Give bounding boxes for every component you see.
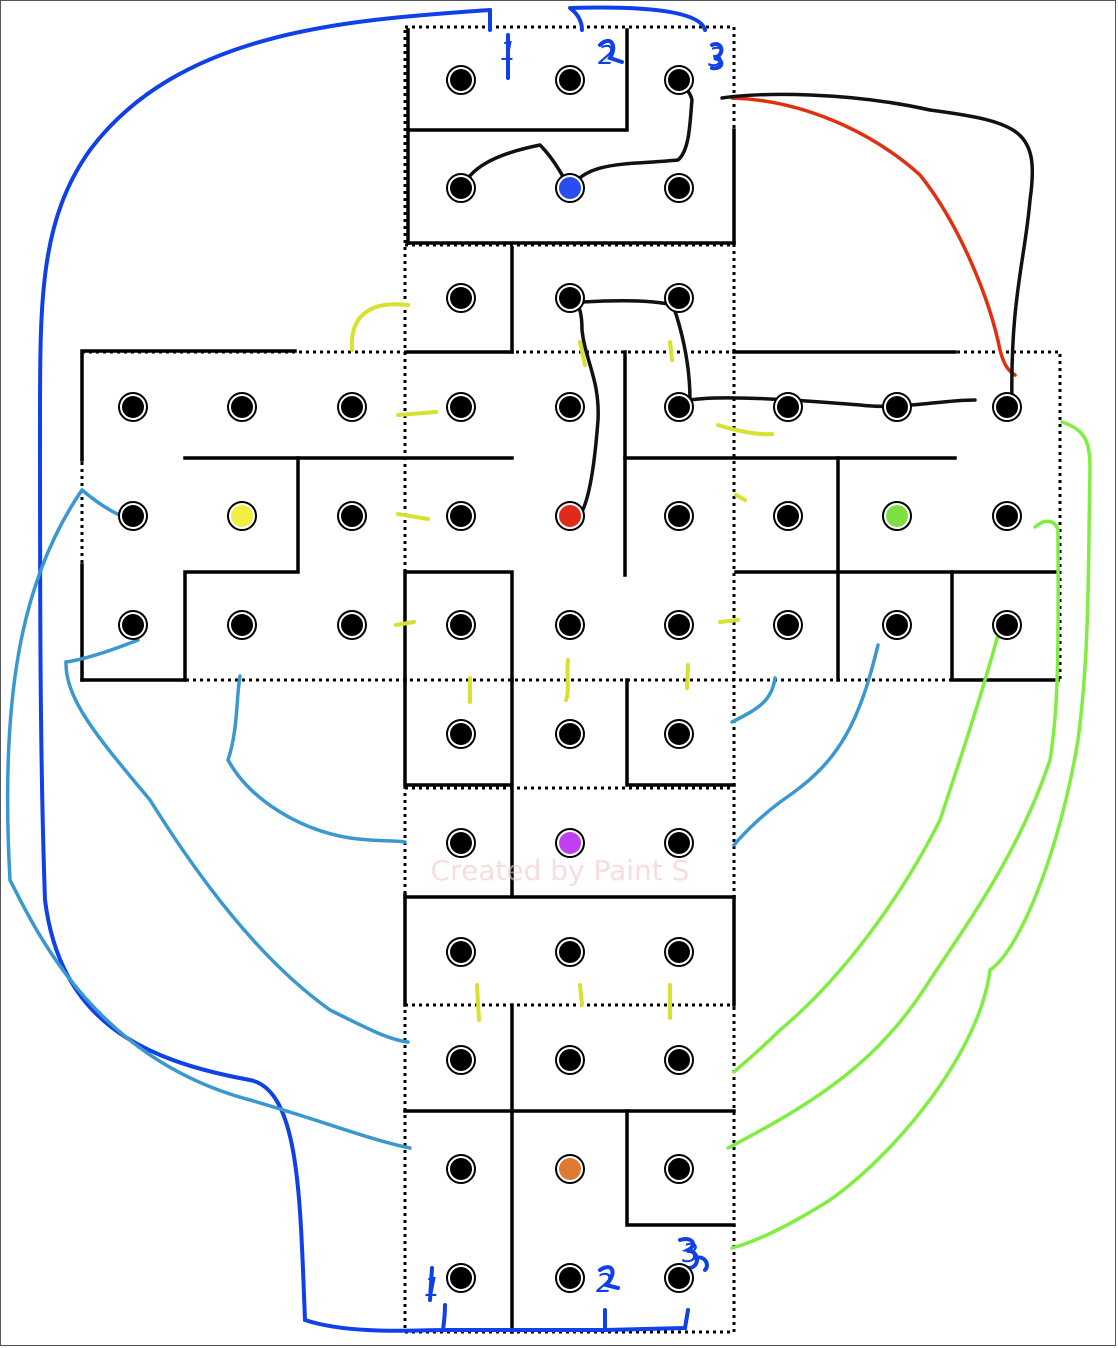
dot-fill xyxy=(668,396,690,418)
dot-fill xyxy=(231,505,253,527)
dot-fill xyxy=(231,396,253,418)
dot-grid xyxy=(118,65,1022,1293)
dot-fill xyxy=(886,396,908,418)
top-label-3: 3 xyxy=(708,43,725,73)
dot-fill xyxy=(668,1158,690,1180)
dot-fill xyxy=(450,941,472,963)
dot-fill xyxy=(668,505,690,527)
dot-fill xyxy=(777,614,799,636)
dot-fill xyxy=(668,287,690,309)
dot-fill xyxy=(450,287,472,309)
dot-fill xyxy=(668,69,690,91)
link-red xyxy=(730,96,1017,377)
dot-fill xyxy=(777,396,799,418)
dot-fill xyxy=(559,396,581,418)
dot-fill xyxy=(996,505,1018,527)
dot-fill xyxy=(559,287,581,309)
dot-fill xyxy=(559,69,581,91)
dot-fill xyxy=(559,505,581,527)
dot-fill xyxy=(996,396,1018,418)
dot-fill xyxy=(450,69,472,91)
link-dark-blue xyxy=(38,5,724,1333)
top-label-1: 1 xyxy=(500,37,517,67)
dot-fill xyxy=(559,723,581,745)
dot-fill xyxy=(996,614,1018,636)
dot-fill xyxy=(450,1267,472,1289)
dot-fill xyxy=(668,614,690,636)
dot-fill xyxy=(450,723,472,745)
dot-fill xyxy=(559,941,581,963)
dot-fill xyxy=(559,832,581,854)
dot-fill xyxy=(559,177,581,199)
dot-fill xyxy=(668,832,690,854)
maze-walls xyxy=(80,28,1060,1334)
dotted-outline xyxy=(80,25,1062,1334)
bottom-labels: 1 2 3 xyxy=(424,1239,699,1303)
dot-fill xyxy=(450,1049,472,1071)
dot-fill xyxy=(559,1267,581,1289)
dot-fill xyxy=(450,396,472,418)
dot-fill xyxy=(559,1049,581,1071)
top-label-2: 2 xyxy=(598,41,615,71)
dot-fill xyxy=(450,614,472,636)
dot-fill xyxy=(341,505,363,527)
dot-fill xyxy=(231,614,253,636)
link-green xyxy=(726,420,1092,1250)
dot-fill xyxy=(122,396,144,418)
dot-fill xyxy=(341,396,363,418)
dot-fill xyxy=(777,505,799,527)
dot-fill xyxy=(450,177,472,199)
dot-fill xyxy=(668,941,690,963)
bottom-label-1: 1 xyxy=(424,1273,441,1303)
dot-fill xyxy=(886,614,908,636)
link-black xyxy=(460,78,1035,519)
dot-fill xyxy=(668,177,690,199)
dot-fill xyxy=(886,505,908,527)
bottom-label-3: 3 xyxy=(682,1239,699,1269)
dot-fill xyxy=(668,1049,690,1071)
link-light-blue xyxy=(5,488,880,1150)
link-yellow xyxy=(349,302,774,1022)
watermark: Created by Paint S xyxy=(431,854,690,887)
top-labels: 1 2 3 xyxy=(500,37,725,73)
dot-fill xyxy=(559,1158,581,1180)
dot-fill xyxy=(122,614,144,636)
dot-fill xyxy=(450,832,472,854)
dot-fill xyxy=(122,505,144,527)
dot-fill xyxy=(668,723,690,745)
dot-fill xyxy=(341,614,363,636)
dot-fill xyxy=(450,1158,472,1180)
dot-fill xyxy=(450,505,472,527)
dot-fill xyxy=(559,614,581,636)
bottom-label-2: 2 xyxy=(596,1269,613,1299)
dot-fill xyxy=(668,1267,690,1289)
